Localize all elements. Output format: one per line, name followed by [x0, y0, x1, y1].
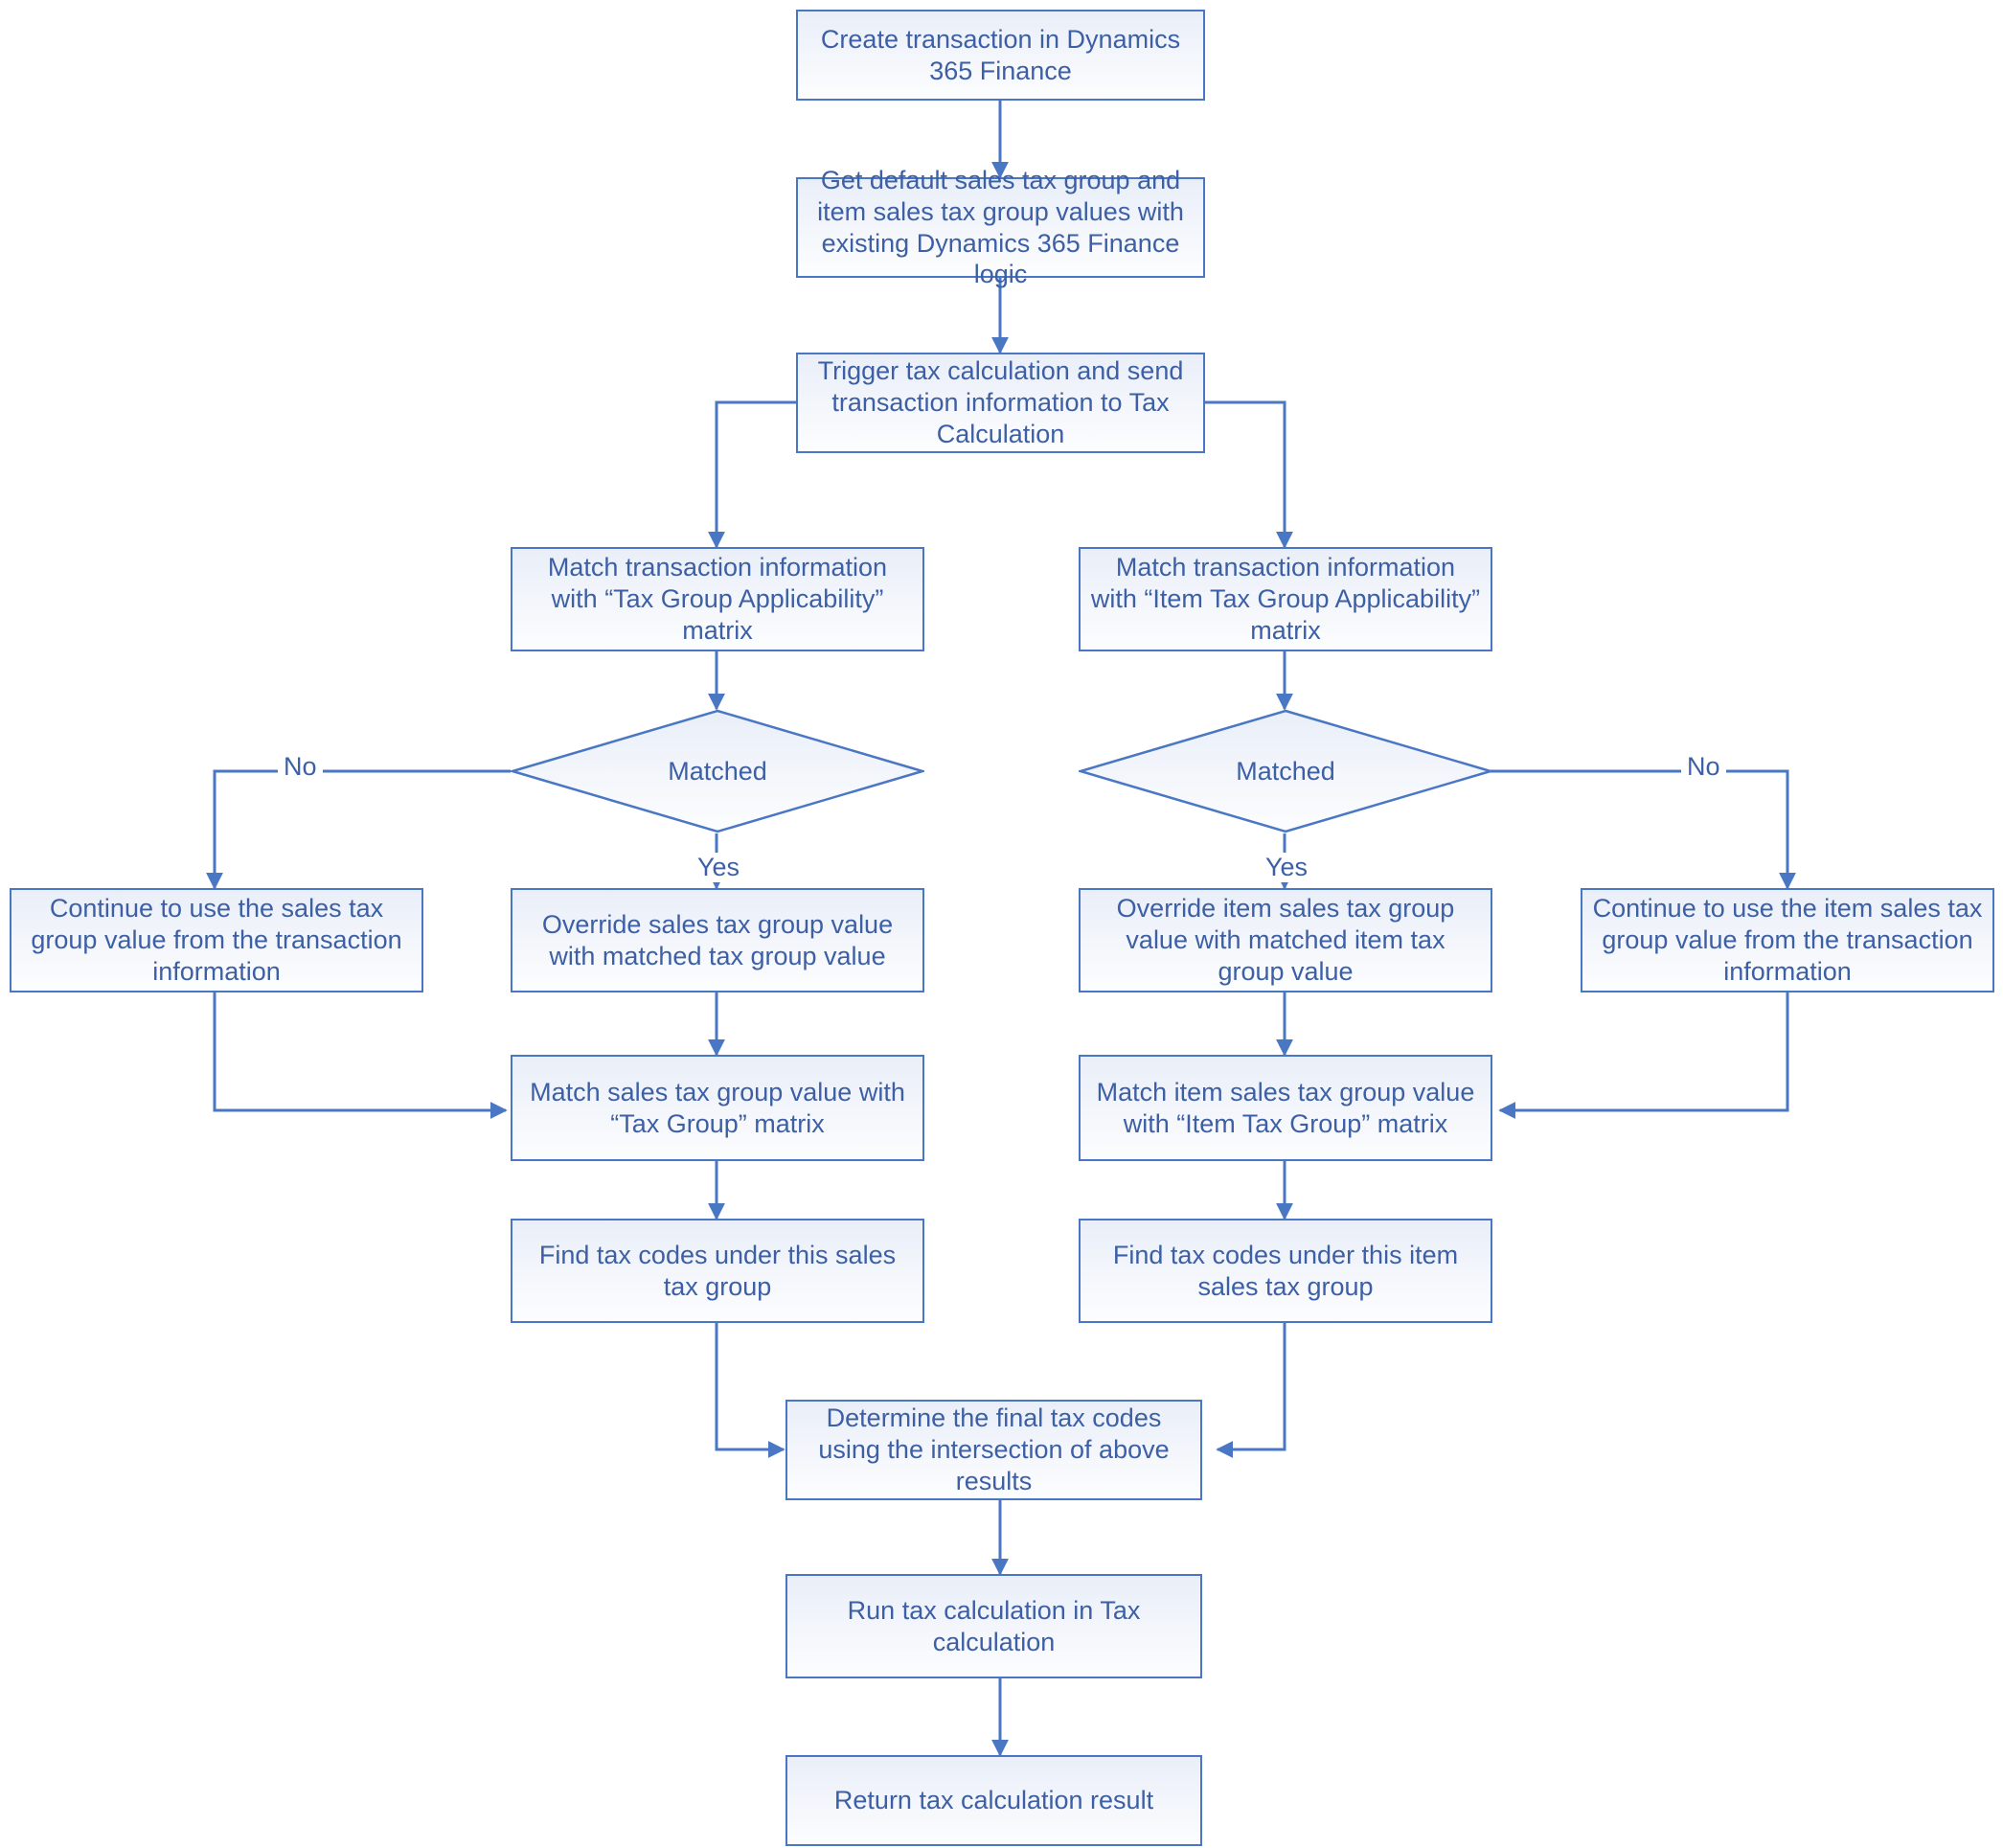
decision-matched-right[interactable]: Matched — [1079, 709, 1492, 833]
node-override-sales-tax-group[interactable]: Override sales tax group value with matc… — [511, 888, 924, 992]
edge-right-no-to-continue — [1491, 769, 1796, 890]
edge-label-right-yes: Yes — [1260, 853, 1314, 882]
decision-matched-left-label: Matched — [668, 756, 767, 786]
node-continue-sales-tax-group-label: Continue to use the sales tax group valu… — [31, 894, 402, 986]
node-continue-item-sales-tax-group-label: Continue to use the item sales tax group… — [1592, 894, 1983, 986]
node-continue-sales-tax-group[interactable]: Continue to use the sales tax group valu… — [10, 888, 423, 992]
node-run-tax-calculation-label: Run tax calculation in Tax calculation — [847, 1595, 1141, 1656]
edge-findcodes-right-to-determine — [1216, 1323, 1286, 1458]
node-return-tax-calculation-result-label: Return tax calculation result — [833, 1786, 1154, 1815]
edge-findcodes-left-to-determine — [715, 1323, 785, 1458]
node-override-item-sales-tax-group[interactable]: Override item sales tax group value with… — [1079, 888, 1492, 992]
node-get-default-values[interactable]: Get default sales tax group and item sal… — [796, 166, 1205, 288]
node-create-transaction[interactable]: Create transaction in Dynamics 365 Finan… — [796, 10, 1205, 101]
edge-left-no-to-continue — [206, 769, 511, 890]
edge-continue-to-match-matrix — [213, 992, 508, 1119]
node-run-tax-calculation[interactable]: Run tax calculation in Tax calculation — [785, 1574, 1202, 1678]
node-trigger-tax-calculation-label: Trigger tax calculation and send transac… — [817, 356, 1184, 448]
node-determine-final-tax-codes[interactable]: Determine the final tax codes using the … — [785, 1400, 1202, 1500]
edge-trigger-to-left-match — [708, 400, 797, 549]
node-get-default-values-label: Get default sales tax group and item sal… — [817, 165, 1184, 289]
node-find-tax-codes-sales[interactable]: Find tax codes under this sales tax grou… — [511, 1219, 924, 1323]
node-match-tax-group-applicability[interactable]: Match transaction information with “Tax … — [511, 547, 924, 651]
node-match-item-tax-group-matrix-label: Match item sales tax group value with “I… — [1096, 1077, 1475, 1138]
edge-continue-item-to-match-matrix — [1498, 992, 1789, 1119]
decision-matched-left[interactable]: Matched — [511, 709, 924, 833]
edge-label-right-no: No — [1681, 752, 1726, 782]
diamond-shape-right — [1079, 709, 1492, 833]
node-find-tax-codes-item-label: Find tax codes under this item sales tax… — [1112, 1240, 1459, 1301]
node-determine-final-tax-codes-label: Determine the final tax codes using the … — [818, 1403, 1170, 1495]
edge-trigger-to-right-match — [1203, 400, 1293, 549]
edge-label-left-no: No — [278, 752, 323, 782]
decision-matched-right-label: Matched — [1236, 756, 1335, 786]
node-return-tax-calculation-result[interactable]: Return tax calculation result — [785, 1755, 1202, 1846]
node-match-item-tax-group-applicability[interactable]: Match transaction information with “Item… — [1079, 547, 1492, 651]
diamond-shape-left — [511, 709, 924, 833]
node-create-transaction-label: Create transaction in Dynamics 365 Finan… — [820, 24, 1181, 85]
node-find-tax-codes-item[interactable]: Find tax codes under this item sales tax… — [1079, 1219, 1492, 1323]
node-match-tax-group-applicability-label: Match transaction information with “Tax … — [547, 553, 888, 645]
node-continue-item-sales-tax-group[interactable]: Continue to use the item sales tax group… — [1581, 888, 1994, 992]
node-override-item-sales-tax-group-label: Override item sales tax group value with… — [1116, 894, 1455, 986]
node-match-tax-group-matrix-label: Match sales tax group value with “Tax Gr… — [530, 1077, 905, 1138]
node-match-item-tax-group-applicability-label: Match transaction information with “Item… — [1090, 553, 1481, 645]
node-override-sales-tax-group-label: Override sales tax group value with matc… — [541, 909, 894, 970]
node-trigger-tax-calculation[interactable]: Trigger tax calculation and send transac… — [796, 353, 1205, 453]
node-match-tax-group-matrix[interactable]: Match sales tax group value with “Tax Gr… — [511, 1055, 924, 1161]
node-find-tax-codes-sales-label: Find tax codes under this sales tax grou… — [538, 1240, 897, 1301]
edge-label-left-yes: Yes — [692, 853, 746, 882]
node-match-item-tax-group-matrix[interactable]: Match item sales tax group value with “I… — [1079, 1055, 1492, 1161]
